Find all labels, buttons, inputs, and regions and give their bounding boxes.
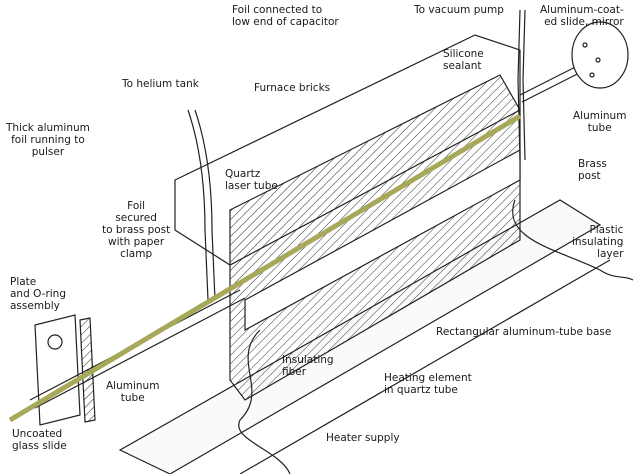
mirror-disk <box>571 21 629 89</box>
label-aluminum-tube-left: Aluminum tube <box>106 380 159 404</box>
label-vacuum-pump: To vacuum pump <box>414 4 504 16</box>
label-line: Heater supply <box>326 432 400 444</box>
label-uncoated-slide: Uncoated glass slide <box>12 428 67 452</box>
label-line: and O-ring <box>10 288 66 300</box>
label-line: ed slide, mirror <box>544 16 624 28</box>
label-mirror-slide: Aluminum-coat- ed slide, mirror <box>540 4 624 28</box>
label-line: with paper <box>108 236 165 248</box>
label-line: tube <box>587 122 612 134</box>
label-line: pulser <box>31 146 65 158</box>
label-line: fiber <box>282 366 307 378</box>
label-line: Uncoated <box>12 428 63 440</box>
label-line: layer <box>597 248 624 260</box>
label-line: post <box>578 170 601 182</box>
label-line: Heating element <box>384 372 472 384</box>
label-line: Aluminum <box>106 380 160 392</box>
label-line: glass slide <box>12 440 67 452</box>
label-line: foil running to <box>11 134 85 146</box>
label-line: To vacuum pump <box>414 4 504 16</box>
label-line: Foil connected to <box>232 4 323 16</box>
label-line: Aluminum-coat- <box>540 4 624 16</box>
quartz-laser-tube <box>8 113 522 423</box>
label-line: assembly <box>10 300 60 312</box>
label-rect-base: Rectangular aluminum-tube base <box>436 326 611 338</box>
label-foil-capacitor: Foil connected to low end of capacitor <box>232 4 339 28</box>
label-line: secured <box>115 212 157 224</box>
label-line: laser tube <box>225 180 278 192</box>
label-heating-element: Heating element in quartz tube <box>384 372 472 396</box>
label-line: Thick aluminum <box>6 122 90 134</box>
label-line: Silicone <box>443 48 484 60</box>
label-line: Foil <box>127 200 146 212</box>
label-thick-foil: Thick aluminum foil running to pulser <box>6 122 90 158</box>
label-foil-secured: Foil secured to brass post with paper cl… <box>102 200 170 260</box>
label-brass-post: Brass post <box>578 158 607 182</box>
label-insulating-fiber: Insulating fiber <box>282 354 334 378</box>
label-line: Quartz <box>225 168 261 180</box>
label-line: tube <box>120 392 145 404</box>
label-heater-supply: Heater supply <box>326 432 400 444</box>
label-silicone-sealant: Silicone sealant <box>443 48 484 72</box>
pulser-wire <box>512 199 633 281</box>
furnace-body <box>174 34 521 401</box>
label-furnace-bricks: Furnace bricks <box>254 82 330 94</box>
label-line: To helium tank <box>122 78 199 90</box>
label-line: Aluminum <box>573 110 627 122</box>
hoses <box>187 9 526 301</box>
heater-wire <box>238 329 291 474</box>
label-line: insulating <box>572 236 624 248</box>
label-line: in quartz tube <box>384 384 458 396</box>
label-line: Insulating <box>282 354 334 366</box>
label-line: Plate <box>10 276 37 288</box>
label-line: low end of capacitor <box>232 16 339 28</box>
label-line: clamp <box>120 248 153 260</box>
label-helium-tank: To helium tank <box>122 78 199 90</box>
label-line: Furnace bricks <box>254 82 331 94</box>
label-line: Brass <box>578 158 607 170</box>
label-plastic-layer: Plastic insulating layer <box>572 224 623 260</box>
label-line: Rectangular aluminum-tube base <box>436 326 612 338</box>
label-line: to brass post <box>102 224 171 236</box>
label-quartz-laser-tube: Quartz laser tube <box>225 168 278 192</box>
label-line: Plastic <box>589 224 624 236</box>
label-aluminum-tube-right: Aluminum tube <box>573 110 626 134</box>
label-line: sealant <box>443 60 482 72</box>
label-plate-oring: Plate and O-ring assembly <box>10 276 66 312</box>
